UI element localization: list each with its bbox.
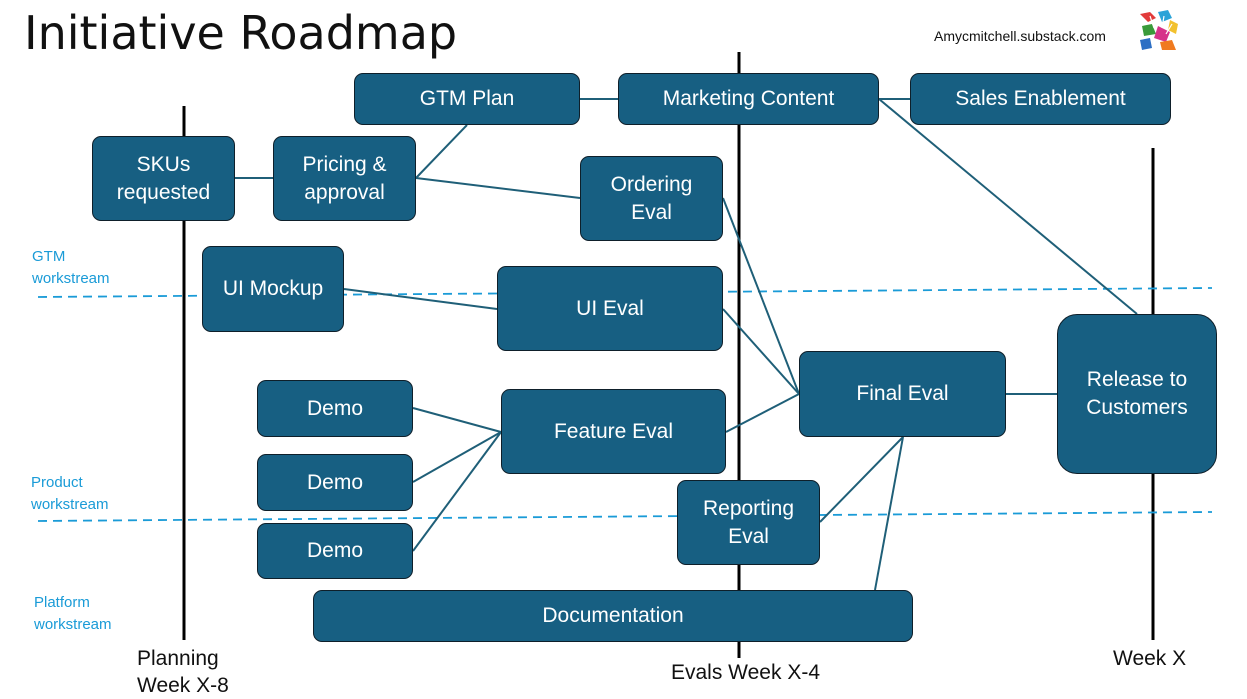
connector-demo2-feature [412, 431, 502, 483]
milestone-label-evals: Evals Week X-4 [671, 661, 820, 684]
connector-demo3-feature [412, 431, 502, 552]
connector-pricing-gtm [415, 124, 468, 179]
milestone-label-release: Week X [1113, 647, 1187, 670]
connector-feature-final [725, 393, 800, 433]
connector-marketing-release [878, 98, 1138, 315]
ui-eval-box: UI Eval [497, 266, 723, 351]
workstream-label-product: Product workstream [31, 474, 109, 513]
connector-uieval-final [722, 308, 800, 395]
connector-reporting-final [819, 436, 904, 523]
site-credit: Amycmitchell.substack.com [934, 28, 1106, 44]
connector-demo1-feature [412, 407, 502, 433]
workstream-divider-product [37, 511, 1213, 522]
connector-ordering-final [722, 197, 800, 395]
workstream-label-gtm: GTM workstream [32, 248, 110, 287]
feature-eval-box: Feature Eval [501, 389, 726, 474]
release-to-customers-box: Release to Customers [1057, 314, 1217, 474]
connector-mockup-uieval [343, 288, 498, 310]
ordering-eval-box: Ordering Eval [580, 156, 723, 241]
workstream-label-platform: Platform workstream [34, 594, 112, 633]
sales-enablement-box: Sales Enablement [910, 73, 1171, 125]
documentation-box: Documentation [313, 590, 913, 642]
milestone-label-planning: Planning Week X-8 [137, 647, 229, 697]
demo-box-2: Demo [257, 454, 413, 511]
skus-requested-box: SKUs requested [92, 136, 235, 221]
page-title: Initiative Roadmap [24, 6, 458, 60]
connector-pricing-ordering [415, 177, 581, 199]
marketing-content-box: Marketing Content [618, 73, 879, 125]
colorful-hands-logo-icon [1136, 8, 1180, 52]
final-eval-box: Final Eval [799, 351, 1006, 437]
pricing-approval-box: Pricing & approval [273, 136, 416, 221]
connector-documentation-final [874, 436, 904, 591]
reporting-eval-box: Reporting Eval [677, 480, 820, 565]
demo-box-1: Demo [257, 380, 413, 437]
demo-box-3: Demo [257, 523, 413, 579]
gtm-plan-box: GTM Plan [354, 73, 580, 125]
ui-mockup-box: UI Mockup [202, 246, 344, 332]
